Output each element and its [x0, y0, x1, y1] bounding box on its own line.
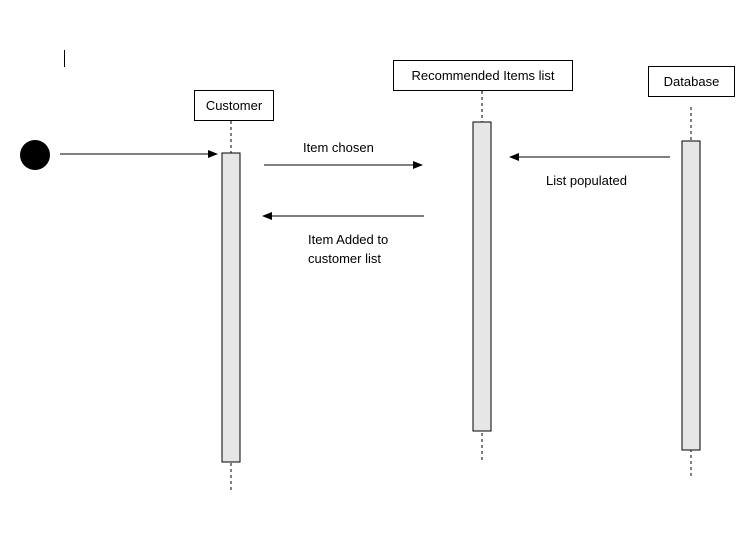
actor-customer-label: Customer — [205, 98, 263, 113]
actor-recommended-items-list: Recommended Items list — [393, 60, 573, 91]
message-label-item-chosen: Item chosen — [303, 140, 374, 155]
actor-database-label: Database — [663, 74, 720, 89]
message-label-list-populated: List populated — [546, 173, 627, 188]
actor-customer: Customer — [194, 90, 274, 121]
actor-database: Database — [648, 66, 735, 97]
activation-bar-recommended — [472, 121, 492, 432]
message-label-item-added: Item Added to customer list — [308, 230, 418, 268]
message-label-item-added-line2: customer list — [308, 251, 381, 266]
initial-node — [20, 140, 50, 170]
activation-bar-database — [681, 140, 701, 451]
text-cursor — [64, 50, 65, 67]
message-label-item-added-line1: Item Added to — [308, 232, 389, 247]
actor-recommended-label: Recommended Items list — [411, 68, 555, 83]
activation-bar-customer — [221, 152, 241, 463]
